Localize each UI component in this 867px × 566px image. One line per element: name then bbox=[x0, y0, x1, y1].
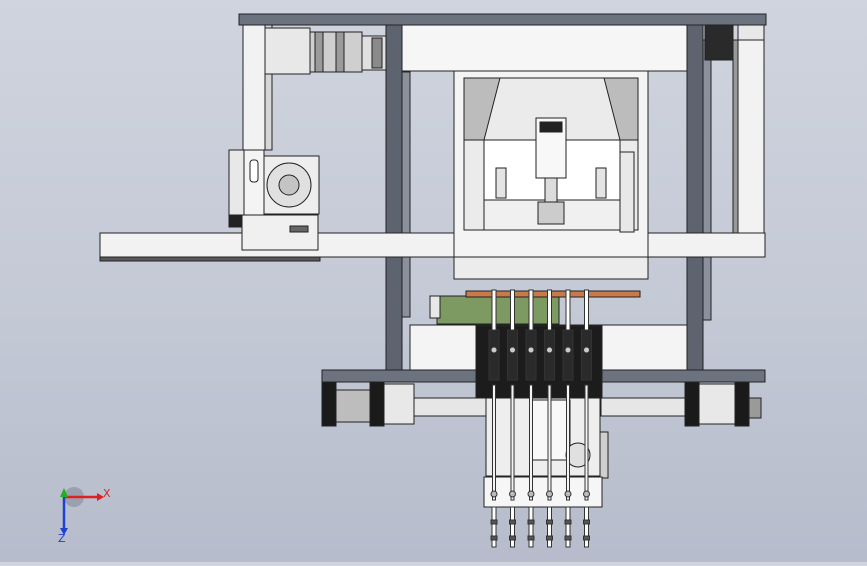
nozzle-tip-shaft bbox=[491, 506, 497, 548]
nozzle-tip-ring bbox=[527, 535, 535, 541]
nozzle-upper-shaft bbox=[584, 289, 589, 333]
horizontal-crossbar bbox=[99, 232, 766, 258]
nozzle-collar bbox=[509, 346, 516, 354]
nozzle-array bbox=[488, 289, 592, 548]
nozzle-clamp bbox=[564, 490, 572, 498]
nozzle-tip-shaft bbox=[547, 506, 552, 548]
nozzle-rod bbox=[492, 384, 496, 501]
nozzle-tip-ring bbox=[509, 519, 516, 525]
nozzle-clamp bbox=[546, 490, 553, 498]
nozzle-tip-shaft bbox=[565, 506, 571, 548]
nozzle-tip-ring bbox=[583, 519, 590, 525]
nozzle-tip-ring bbox=[583, 535, 590, 541]
nozzle-upper-shaft bbox=[565, 289, 571, 333]
green-board bbox=[436, 295, 560, 325]
nozzle-tip-ring bbox=[546, 519, 553, 525]
nozzle-spring bbox=[562, 329, 574, 381]
frame-column-left-rail bbox=[401, 71, 411, 318]
top-plate bbox=[238, 13, 767, 26]
nozzle-tip-ring bbox=[490, 519, 498, 525]
central-housing bbox=[453, 70, 649, 280]
bottom-left-motor bbox=[321, 381, 495, 427]
left-upright-plate bbox=[242, 24, 266, 151]
nozzle-clamp bbox=[490, 490, 498, 498]
bottom-right-motor bbox=[600, 381, 762, 427]
nozzle-tip-ring bbox=[509, 535, 516, 541]
nozzle-tip-shaft bbox=[528, 506, 534, 548]
nozzle-collar bbox=[564, 346, 572, 354]
nozzle-tip-shaft bbox=[584, 506, 589, 548]
right-belt-rail bbox=[732, 39, 739, 251]
frame-column-right-rail bbox=[702, 39, 712, 321]
orientation-triad: X Z bbox=[58, 487, 111, 545]
nozzle-rod bbox=[584, 384, 589, 501]
top-left-motor bbox=[264, 27, 387, 75]
nozzle-collar bbox=[546, 346, 553, 354]
nozzle-collar bbox=[527, 346, 535, 354]
nozzle-rod bbox=[510, 384, 515, 501]
pcb-mount bbox=[429, 295, 441, 319]
nozzle-clamp bbox=[583, 490, 590, 498]
right-belt-plate bbox=[737, 39, 765, 251]
nozzle-tip-ring bbox=[490, 535, 498, 541]
nozzle-upper-shaft bbox=[528, 289, 534, 333]
triad-x-label: X bbox=[103, 487, 111, 500]
nozzle-tip-ring bbox=[546, 535, 553, 541]
nozzle-collar bbox=[490, 346, 498, 354]
left-motor-assembly bbox=[228, 149, 320, 251]
copper-strip bbox=[465, 290, 641, 298]
nozzle-tip-shaft bbox=[510, 506, 515, 548]
right-belt-cap bbox=[737, 24, 765, 41]
nozzle-spring bbox=[544, 329, 555, 381]
nozzle-spring bbox=[581, 329, 592, 381]
nozzle-upper-shaft bbox=[547, 289, 552, 333]
nozzle-upper-shaft bbox=[491, 289, 497, 333]
frame-column-left bbox=[385, 24, 403, 371]
nozzle-spring bbox=[488, 329, 500, 381]
nozzle-rod bbox=[547, 384, 552, 501]
frame-column-right bbox=[686, 24, 704, 371]
nozzle-tip-ring bbox=[564, 519, 572, 525]
nozzle-tip-ring bbox=[564, 535, 572, 541]
nozzle-rod bbox=[566, 384, 570, 501]
nozzle-spring bbox=[507, 329, 518, 381]
nozzle-clamp bbox=[527, 490, 535, 498]
left-upright-inner bbox=[264, 24, 273, 151]
nozzle-rod bbox=[529, 384, 533, 501]
nozzle-tip-ring bbox=[527, 519, 535, 525]
crossbar-shadow bbox=[99, 256, 321, 262]
nozzle-spring bbox=[525, 329, 537, 381]
right-belt-block bbox=[704, 24, 734, 61]
triad-z-label: Z bbox=[58, 532, 66, 545]
nozzle-clamp bbox=[509, 490, 516, 498]
nozzle-mount-plate bbox=[483, 476, 603, 508]
nozzle-upper-shaft bbox=[510, 289, 515, 333]
top-panel bbox=[401, 24, 688, 72]
nozzle-collar bbox=[583, 346, 590, 354]
